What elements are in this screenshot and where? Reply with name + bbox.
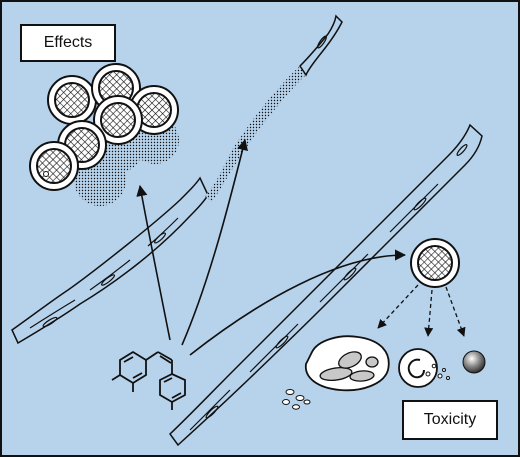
apoptotic-cell: [398, 348, 450, 388]
stilbene-molecule: [111, 350, 186, 410]
effects-label-box: Effects: [20, 24, 116, 62]
endothelium-left-dissolving: [205, 14, 343, 202]
toxic-target-cell: [410, 238, 460, 288]
endothelium-right-vessel: [169, 123, 483, 447]
toxicity-label-box: Toxicity: [402, 400, 498, 440]
effect-arrows: [136, 138, 407, 356]
effects-label: Effects: [43, 34, 93, 51]
necrotic-cell: [282, 335, 390, 410]
toxicity-label: Toxicity: [423, 411, 477, 428]
fate-arrows: [377, 284, 466, 337]
dead-cell-sphere: [462, 350, 486, 374]
endothelium-left-vessel: [11, 176, 209, 345]
tumor-cell-cluster: [29, 63, 179, 206]
